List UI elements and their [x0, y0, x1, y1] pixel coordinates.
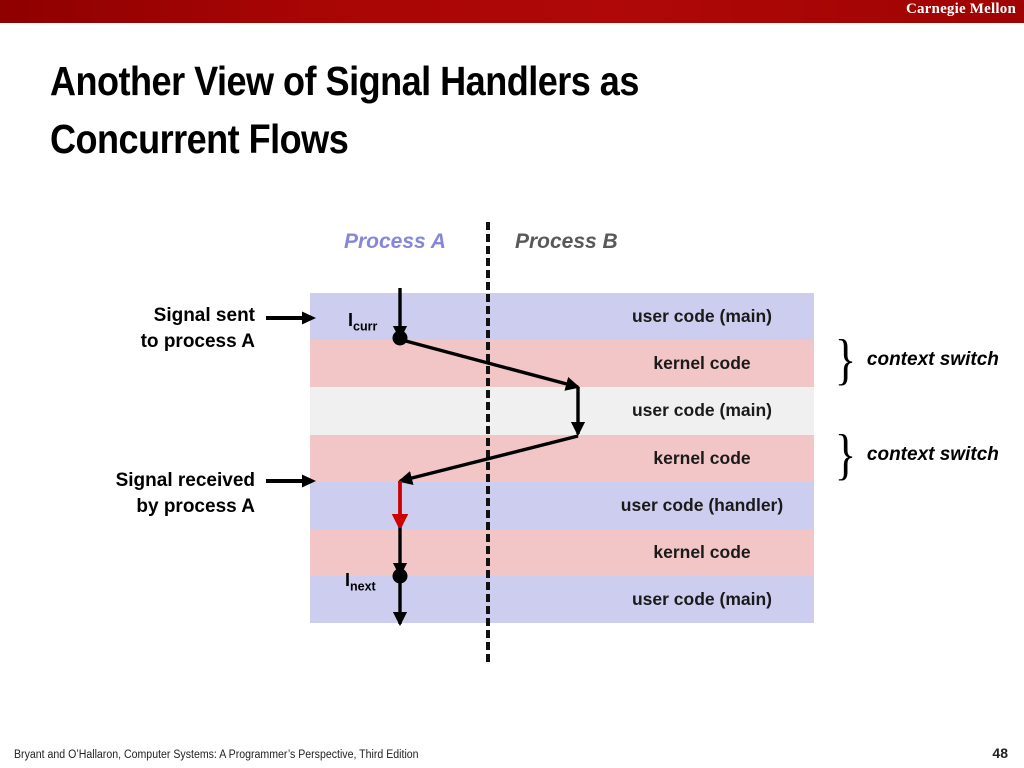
band-label: kernel code [653, 542, 751, 562]
process-b-heading: Process B [515, 230, 618, 253]
timeline-band-stack: user code (main) kernel code user code (… [310, 293, 814, 624]
callout-signal-sent: Signal sent to process A [140, 305, 255, 352]
page-title: Another View of Signal Handlers as Concu… [50, 58, 639, 162]
instruction-symbol: I [345, 570, 351, 590]
band-label: kernel code [653, 353, 751, 374]
process-a-heading: Process A [344, 230, 446, 253]
callout-signal-received: Signal received by process A [115, 470, 255, 517]
annotation-label: context switch [866, 349, 999, 370]
instruction-symbol: I [348, 310, 354, 330]
band-kernel-code-1: kernel code [310, 340, 814, 388]
instruction-subscript: next [350, 579, 376, 594]
instruction-subscript: curr [353, 319, 378, 334]
carnegie-mellon-brand: Carnegie Mellon [905, 1, 1016, 17]
instruction-marker-next: Inext [345, 570, 376, 594]
band-label: user code (main) [631, 400, 773, 421]
header-banner [0, 0, 1024, 23]
band-label: kernel code [653, 447, 751, 468]
band-user-code-main-2: user code (main) [310, 387, 814, 435]
process-divider-dashed-line [486, 222, 490, 662]
callout-arrow-right-icon [266, 474, 316, 488]
band-kernel-code-3: kernel code [310, 529, 814, 577]
footer-citation: Bryant and O’Hallaron, Computer Systems:… [14, 749, 419, 761]
instruction-marker-curr: Icurr [348, 310, 377, 334]
curly-brace-icon: } [834, 329, 857, 391]
band-user-code-main-3: user code (main) [310, 576, 814, 624]
band-label: user code (handler) [620, 494, 784, 515]
annotation-context-switch-2: } context switch [832, 424, 999, 486]
band-label: user code (main) [631, 589, 773, 610]
band-user-code-handler: user code (handler) [310, 481, 814, 529]
band-kernel-code-2: kernel code [310, 434, 814, 482]
annotation-context-switch-1: } context switch [832, 329, 999, 391]
band-user-code-main-1: user code (main) [310, 293, 814, 341]
curly-brace-icon: } [834, 424, 857, 486]
band-label: user code (main) [631, 306, 773, 326]
annotation-label: context switch [866, 444, 999, 465]
page-number: 48 [992, 745, 1008, 761]
callout-arrow-right-icon [266, 311, 316, 325]
